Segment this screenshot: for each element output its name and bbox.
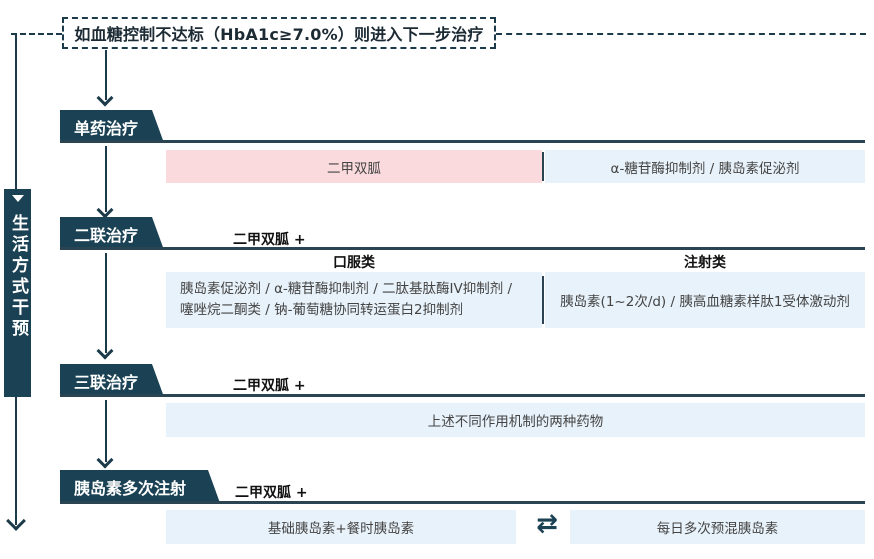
- cell-alternative-mono: α-糖苷酶抑制剂 / 胰岛素促泌剂: [545, 150, 865, 183]
- lifestyle-label: 生活方式干预: [8, 214, 28, 340]
- metformin-plus-label: 二甲双胍 +: [235, 485, 308, 501]
- step-tab-dual-therapy: 二联治疗: [60, 217, 164, 250]
- flow-line-3: [105, 253, 107, 353]
- flow-arrow-1-icon: [96, 89, 114, 107]
- flow-arrow-2-icon: [96, 201, 114, 219]
- step-rule: [60, 247, 865, 250]
- cell-text: 二甲双胍: [327, 160, 381, 177]
- step-rule: [60, 501, 865, 504]
- step-rule: [60, 394, 865, 397]
- cell-line: 胰岛素促泌剂 / α-糖苷酶抑制剂 / 二肽基肽酶IV抑制剂 /: [180, 281, 513, 297]
- triangle-down-icon: [11, 195, 24, 202]
- main-arrow-down-icon: [6, 511, 26, 531]
- cell-premixed-insulin: 每日多次预混胰岛素: [570, 510, 865, 544]
- metformin-plus-label: 二甲双胍 +: [233, 378, 306, 394]
- metformin-plus-label: 二甲双胍 +: [233, 232, 306, 248]
- cell-metformin: 二甲双胍: [166, 150, 542, 183]
- cell-basal-bolus: 基础胰岛素+餐时胰岛素: [166, 510, 516, 544]
- flow-line-1: [105, 50, 107, 100]
- flow-line-2: [105, 146, 107, 212]
- cell-text: 胰岛素(1~2次/d) / 胰高血糖素样肽1受体激动剂: [560, 294, 850, 310]
- condition-label: 如血糖控制不达标（HbA1c≥7.0%）则进入下一步治疗: [74, 25, 484, 44]
- cell-text: 上述不同作用机制的两种药物: [427, 414, 604, 430]
- cell-injection-drugs: 胰岛素(1~2次/d) / 胰高血糖素样肽1受体激动剂: [545, 272, 865, 328]
- main-vertical-line-bottom: [15, 397, 17, 525]
- step-title: 胰岛素多次注射: [74, 478, 187, 498]
- main-vertical-line-top: [15, 33, 17, 189]
- flow-arrow-4-icon: [96, 451, 114, 469]
- cell-text: 基础胰岛素+餐时胰岛素: [267, 521, 415, 537]
- feedback-dashed-line-right: [496, 33, 866, 35]
- step-title: 单药治疗: [74, 118, 139, 138]
- cell-text: α-糖苷酶抑制剂 / 胰岛素促泌剂: [610, 160, 800, 177]
- lifestyle-intervention-bar: 生活方式干预: [4, 189, 31, 397]
- step-tab-monotherapy: 单药治疗: [60, 110, 164, 143]
- step-title: 三联治疗: [74, 372, 139, 392]
- column-header-injection: 注射类: [684, 255, 726, 271]
- cell-divider: [542, 152, 544, 181]
- flow-arrow-3-icon: [96, 342, 114, 360]
- step-tab-multiple-insulin: 胰岛素多次注射: [60, 470, 220, 503]
- condition-box: 如血糖控制不达标（HbA1c≥7.0%）则进入下一步治疗: [62, 17, 496, 49]
- cell-text: 每日多次预混胰岛素: [656, 521, 779, 537]
- cell-triple-drugs: 上述不同作用机制的两种药物: [166, 403, 865, 437]
- step-rule: [60, 140, 865, 143]
- swap-arrows-icon: ⇄: [536, 509, 558, 539]
- feedback-dashed-line-left: [11, 33, 62, 35]
- step-tab-triple-therapy: 三联治疗: [60, 364, 164, 397]
- cell-divider: [542, 276, 544, 324]
- column-header-oral: 口服类: [333, 255, 375, 271]
- cell-oral-drugs: 胰岛素促泌剂 / α-糖苷酶抑制剂 / 二肽基肽酶IV抑制剂 / 噻唑烷二酮类 …: [166, 272, 542, 328]
- cell-line: 噻唑烷二酮类 / 钠-葡萄糖协同转运蛋白2抑制剂: [180, 302, 464, 318]
- flow-line-4: [105, 400, 107, 462]
- step-title: 二联治疗: [74, 225, 139, 245]
